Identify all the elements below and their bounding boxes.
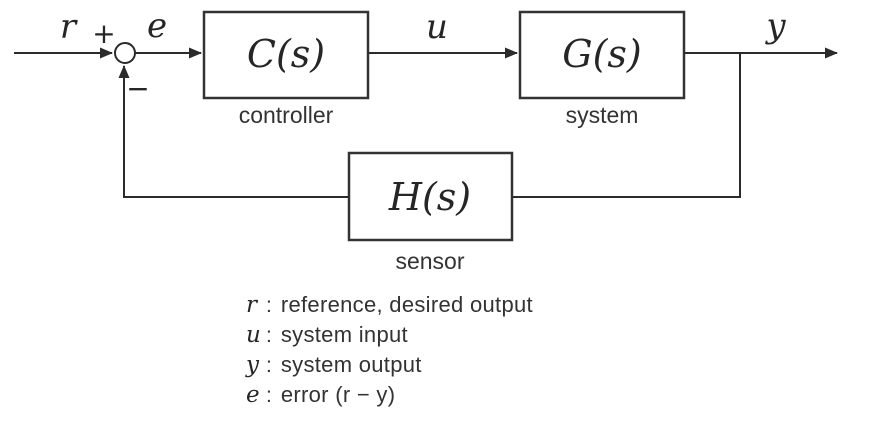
legend-item-reference: r : reference, desired output (246, 292, 533, 322)
sensor-formula: H(s) (388, 175, 471, 219)
legend-symbol: u (246, 322, 261, 348)
controller-caption: controller (239, 102, 334, 128)
system-formula: G(s) (562, 32, 642, 76)
plus-sign-label: + (92, 17, 115, 50)
legend-description: error (r − y) (280, 382, 396, 407)
error-label: e (147, 6, 167, 46)
control-label: u (426, 7, 448, 47)
legend-symbol: y (246, 352, 259, 378)
legend-separator: : (266, 324, 272, 347)
system-block (518, 10, 686, 100)
system-caption: system (566, 102, 639, 128)
legend-item-input: u : system input (246, 322, 533, 352)
legend-symbol: r (246, 292, 257, 318)
controller-block (202, 10, 370, 100)
minus-sign-label: − (126, 72, 149, 105)
sensor-block (347, 151, 514, 242)
sensor-caption: sensor (395, 248, 464, 274)
legend-description: reference, desired output (280, 292, 533, 317)
legend-separator: : (266, 294, 272, 317)
legend-separator: : (266, 384, 272, 407)
legend-item-error: e : error (r − y) (246, 382, 533, 412)
legend-description: system output (280, 352, 422, 377)
legend-item-output: y : system output (246, 352, 533, 382)
output-label: y (764, 6, 786, 46)
summing-junction (114, 42, 136, 64)
controller-formula: C(s) (247, 32, 325, 76)
legend-separator: : (266, 354, 272, 377)
legend-description: system input (280, 322, 408, 347)
legend: r : reference, desired output u : system… (246, 292, 533, 412)
legend-symbol: e (246, 382, 260, 408)
reference-label: r (60, 7, 78, 47)
